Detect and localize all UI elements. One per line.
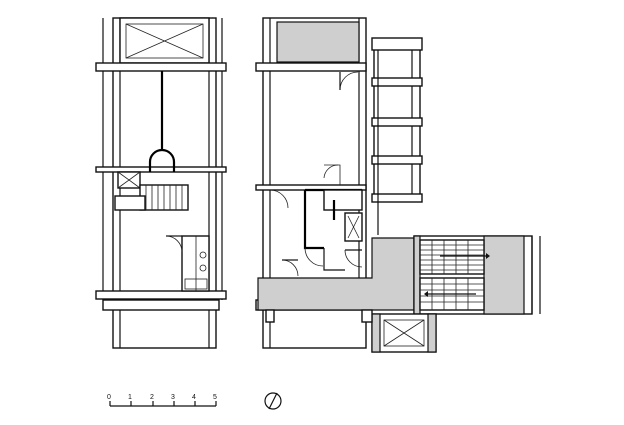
scale-tick-1: 1 <box>128 394 132 401</box>
scale-tick-4: 4 <box>192 394 196 401</box>
balcony-column <box>371 37 423 235</box>
stair-upper-flight <box>419 239 490 275</box>
north-arrow-icon <box>264 392 282 410</box>
left-top-shaft <box>119 17 210 64</box>
scale-tick-0: 0 <box>107 394 111 401</box>
left-service-block <box>165 235 210 292</box>
scale-tick-2: 2 <box>150 394 154 401</box>
bottom-shaft <box>371 313 437 353</box>
middle-top-balcony <box>276 21 360 63</box>
stair-lower-flight <box>419 277 485 311</box>
circulation-core <box>257 235 541 353</box>
scale-bar: 0 1 2 3 4 5 <box>107 394 217 407</box>
left-stair <box>114 184 189 211</box>
scale-tick-5: 5 <box>213 394 217 401</box>
left-arched-door <box>148 148 176 172</box>
left-unit <box>95 17 227 349</box>
left-duct <box>117 171 141 189</box>
middle-bath-block <box>303 164 363 271</box>
scale-tick-3: 3 <box>171 394 175 401</box>
